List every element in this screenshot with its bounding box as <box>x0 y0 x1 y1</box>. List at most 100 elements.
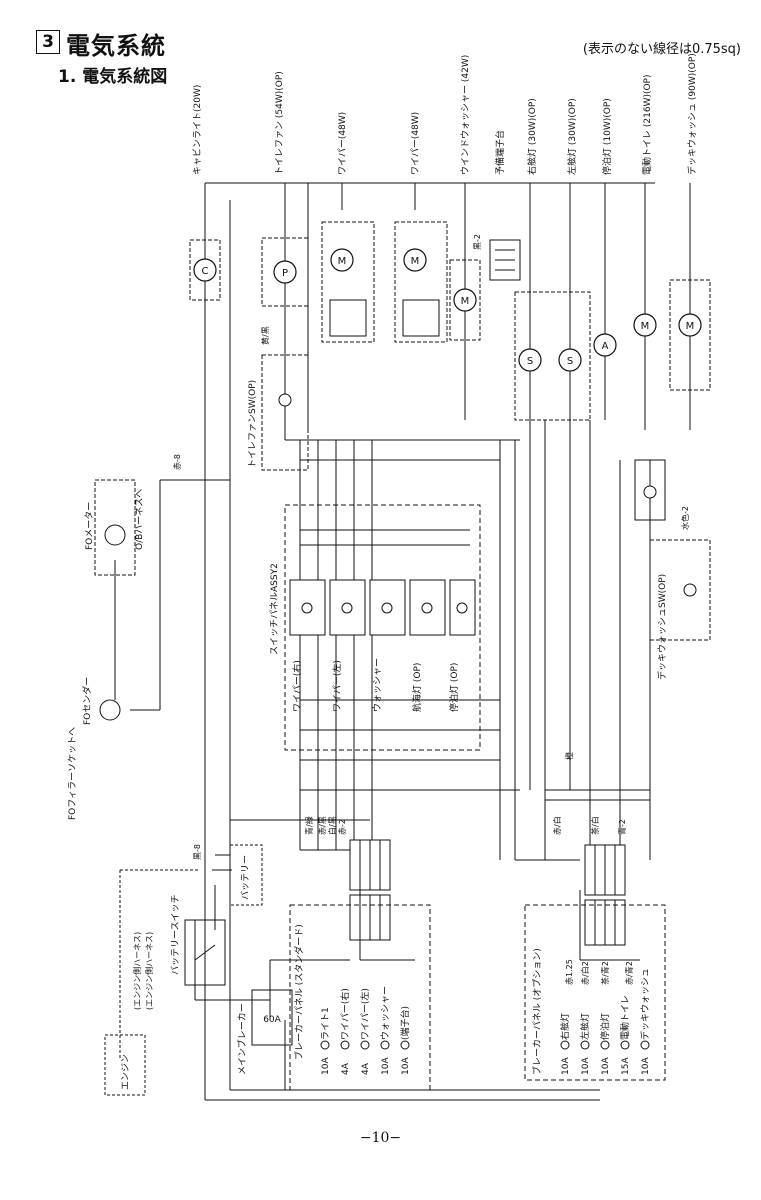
std-breaker-4-name: ウォッシャー <box>380 986 391 1040</box>
wire-label: 青/緑 <box>304 816 314 835</box>
deck-wash: M デッキウォッシュ (90W)(OP) <box>669 53 711 391</box>
cabin-light: C キャビンライト(20W) <box>189 85 221 301</box>
opt-breaker-1-name: 右舷灯 <box>559 1013 571 1040</box>
deck-wash-switch-label: デッキウォッシュSW(OP) <box>656 574 668 680</box>
battery-switch-label: バッテリースイッチ <box>170 894 181 975</box>
wiper-left-symbol: M <box>411 256 420 267</box>
wire-label: 茶/青2 <box>600 961 610 985</box>
wire-label: 青-2 <box>617 819 627 835</box>
electric-toilet-symbol: M <box>641 321 650 332</box>
breaker-panel-option: ブレーカーパネル (オプション) 右舷灯 左舷灯 停泊灯 電動トイレ デッキウォ… <box>524 904 666 1081</box>
std-breaker-2-name: ワイパー(右) <box>339 988 351 1040</box>
std-breaker-2-rating: 4A <box>341 1062 351 1075</box>
wire-label: 茶/白 <box>590 816 600 835</box>
switch-navigation-light: 航海灯 (OP) <box>411 663 423 712</box>
wire-label: 赤/青2 <box>624 961 634 985</box>
wiper-left: M ワイパー(48W) <box>394 112 448 343</box>
port-light: S 左舷灯 (30W)(OP) <box>514 98 591 421</box>
spare-terminal-label: 予備端子台 <box>494 130 506 175</box>
connector-std <box>349 839 391 941</box>
switch-panel-label: スイッチパネルASSY2 <box>269 563 280 655</box>
std-breaker-4-rating: 10A <box>381 1057 391 1075</box>
wire-label: 赤/白2 <box>580 961 590 985</box>
wire-label: 黒-8 <box>193 844 202 860</box>
toilet-fan: P トイレファン (54W)(OP) <box>261 71 309 307</box>
electric-toilet: M 電動トイレ (216W)(OP) <box>633 75 657 337</box>
main-breaker-rating: 60A <box>263 1015 281 1025</box>
fo-meter-label: FOメーター <box>84 502 95 550</box>
toilet-fan-symbol: P <box>282 268 288 279</box>
std-breaker-1-rating: 10A <box>321 1057 331 1075</box>
wire-label: 黒-2 <box>473 234 482 250</box>
wire-label: 赤1.25 <box>565 959 574 985</box>
wire-gauge-note: (表示のない線径は0.75sq) <box>582 42 741 57</box>
cabin-light-symbol: C <box>202 266 209 277</box>
starboard-light-symbol: S <box>527 356 533 367</box>
std-breaker-3-name: ワイパー(左) <box>359 988 371 1040</box>
wiper-right: M ワイパー(48W) <box>321 112 375 343</box>
wire-label: 黄/黒 <box>260 326 270 345</box>
section-number: 3 <box>36 30 60 54</box>
wire-label: 橙 <box>564 752 574 760</box>
std-breaker-5-name: (端子台) <box>399 1006 411 1040</box>
switch-anchor-light: 停泊灯 (OP) <box>448 663 460 712</box>
opt-breaker-5-name: デッキウォッシュ <box>639 968 651 1040</box>
electric-toilet-label: 電動トイレ (216W)(OP) <box>642 75 653 176</box>
main-breaker: 60A メインブレーカー <box>236 989 293 1075</box>
cabin-light-label: キャビンライト(20W) <box>192 85 203 175</box>
fo-filler-label: FOフィラーソケットへ <box>67 727 78 820</box>
page-number: −10− <box>359 1130 402 1146</box>
opt-breaker-1-rating: 10A <box>561 1057 571 1075</box>
std-breaker-5-rating: 10A <box>401 1057 411 1075</box>
opt-breaker-4-rating: 15A <box>621 1057 631 1075</box>
wiper-right-label: ワイパー(48W) <box>337 112 348 175</box>
wire-label: 赤-2 <box>338 819 347 835</box>
opt-breaker-2-name: 左舷灯 <box>579 1013 591 1040</box>
battery: バッテリー <box>212 844 263 906</box>
switch-wiper-right: ワイパー(右) <box>291 660 303 712</box>
opt-breaker-5-rating: 10A <box>641 1057 651 1075</box>
toilet-fan-switch-label: トイレファンSW(OP) <box>248 380 258 468</box>
opt-breaker-3-rating: 10A <box>601 1057 611 1075</box>
opt-breaker-3-name: 停泊灯 <box>599 1013 611 1040</box>
breaker-panel-opt-label: ブレーカーパネル (オプション) <box>531 948 543 1075</box>
toilet-fan-switch: トイレファンSW(OP) <box>248 354 309 471</box>
anchor-light: A 停泊灯 (10W)(OP) <box>593 98 617 357</box>
port-light-symbol: S <box>567 356 573 367</box>
opt-breaker-4-name: 電動トイレ <box>620 995 631 1040</box>
deck-wash-label: デッキウォッシュ (90W)(OP) <box>686 53 698 175</box>
battery-label: バッテリー <box>240 855 251 900</box>
engine-label: エンジン <box>121 1054 131 1090</box>
toilet-relay <box>634 459 666 521</box>
std-breaker-1-name: ライト1 <box>320 1007 331 1040</box>
window-washer: M ウインドウォッシャー (42W) <box>449 55 481 341</box>
wire-labels: 赤-8 黒-8 赤-2 黒-2 青/緑 赤/黒 白/黒 黄/黒 茶/白 橙 赤/… <box>173 234 690 985</box>
anchor-light-label: 停泊灯 (10W)(OP) <box>601 98 613 175</box>
wire-label: 水色-2 <box>680 506 690 530</box>
engine: エンジン (エンジン側ハーネス) (エンジン側ハーネス) <box>104 932 154 1096</box>
engine-harness-2: (エンジン側ハーネス) <box>144 932 154 1010</box>
wire-label: 白/黒 <box>327 816 337 835</box>
diagram-subtitle: 1. 電気系統図 <box>58 67 168 87</box>
engine-harness-1: (エンジン側ハーネス) <box>132 932 142 1010</box>
deck-wash-symbol: M <box>686 321 695 332</box>
starboard-light: S 右舷灯 (30W)(OP) <box>518 98 542 372</box>
fo-sender: FOセンダー FOフィラーソケットへ <box>67 677 121 820</box>
ob-harness-label: O/Bハーネスへ <box>134 489 145 550</box>
connector-opt <box>584 844 626 946</box>
page-title: 電気系統 <box>66 32 166 60</box>
wiper-right-symbol: M <box>338 256 347 267</box>
fo-meter: FOメーター O/Bハーネスへ <box>84 479 145 576</box>
opt-breaker-2-rating: 10A <box>581 1057 591 1075</box>
breaker-panel-standard: ブレーカーパネル (スタンダード) ライト1 ワイパー(右) ワイパー(左) ウ… <box>289 904 431 1091</box>
port-light-label: 左舷灯 (30W)(OP) <box>566 98 578 175</box>
fo-sender-label: FOセンダー <box>81 677 93 725</box>
deck-wash-switch: デッキウォッシュSW(OP) <box>649 539 711 680</box>
window-washer-symbol: M <box>461 296 470 307</box>
switch-wiper-left: ワイパー(左) <box>331 660 343 712</box>
switch-washer: ウォッシャー <box>372 658 383 712</box>
main-breaker-label: メインブレーカー <box>236 1003 248 1075</box>
battery-switch: バッテリースイッチ <box>170 894 226 986</box>
switch-panel: スイッチパネルASSY2 ワイパー(右) ワイパー(左) ウォッシャー 航海灯 … <box>269 504 481 751</box>
